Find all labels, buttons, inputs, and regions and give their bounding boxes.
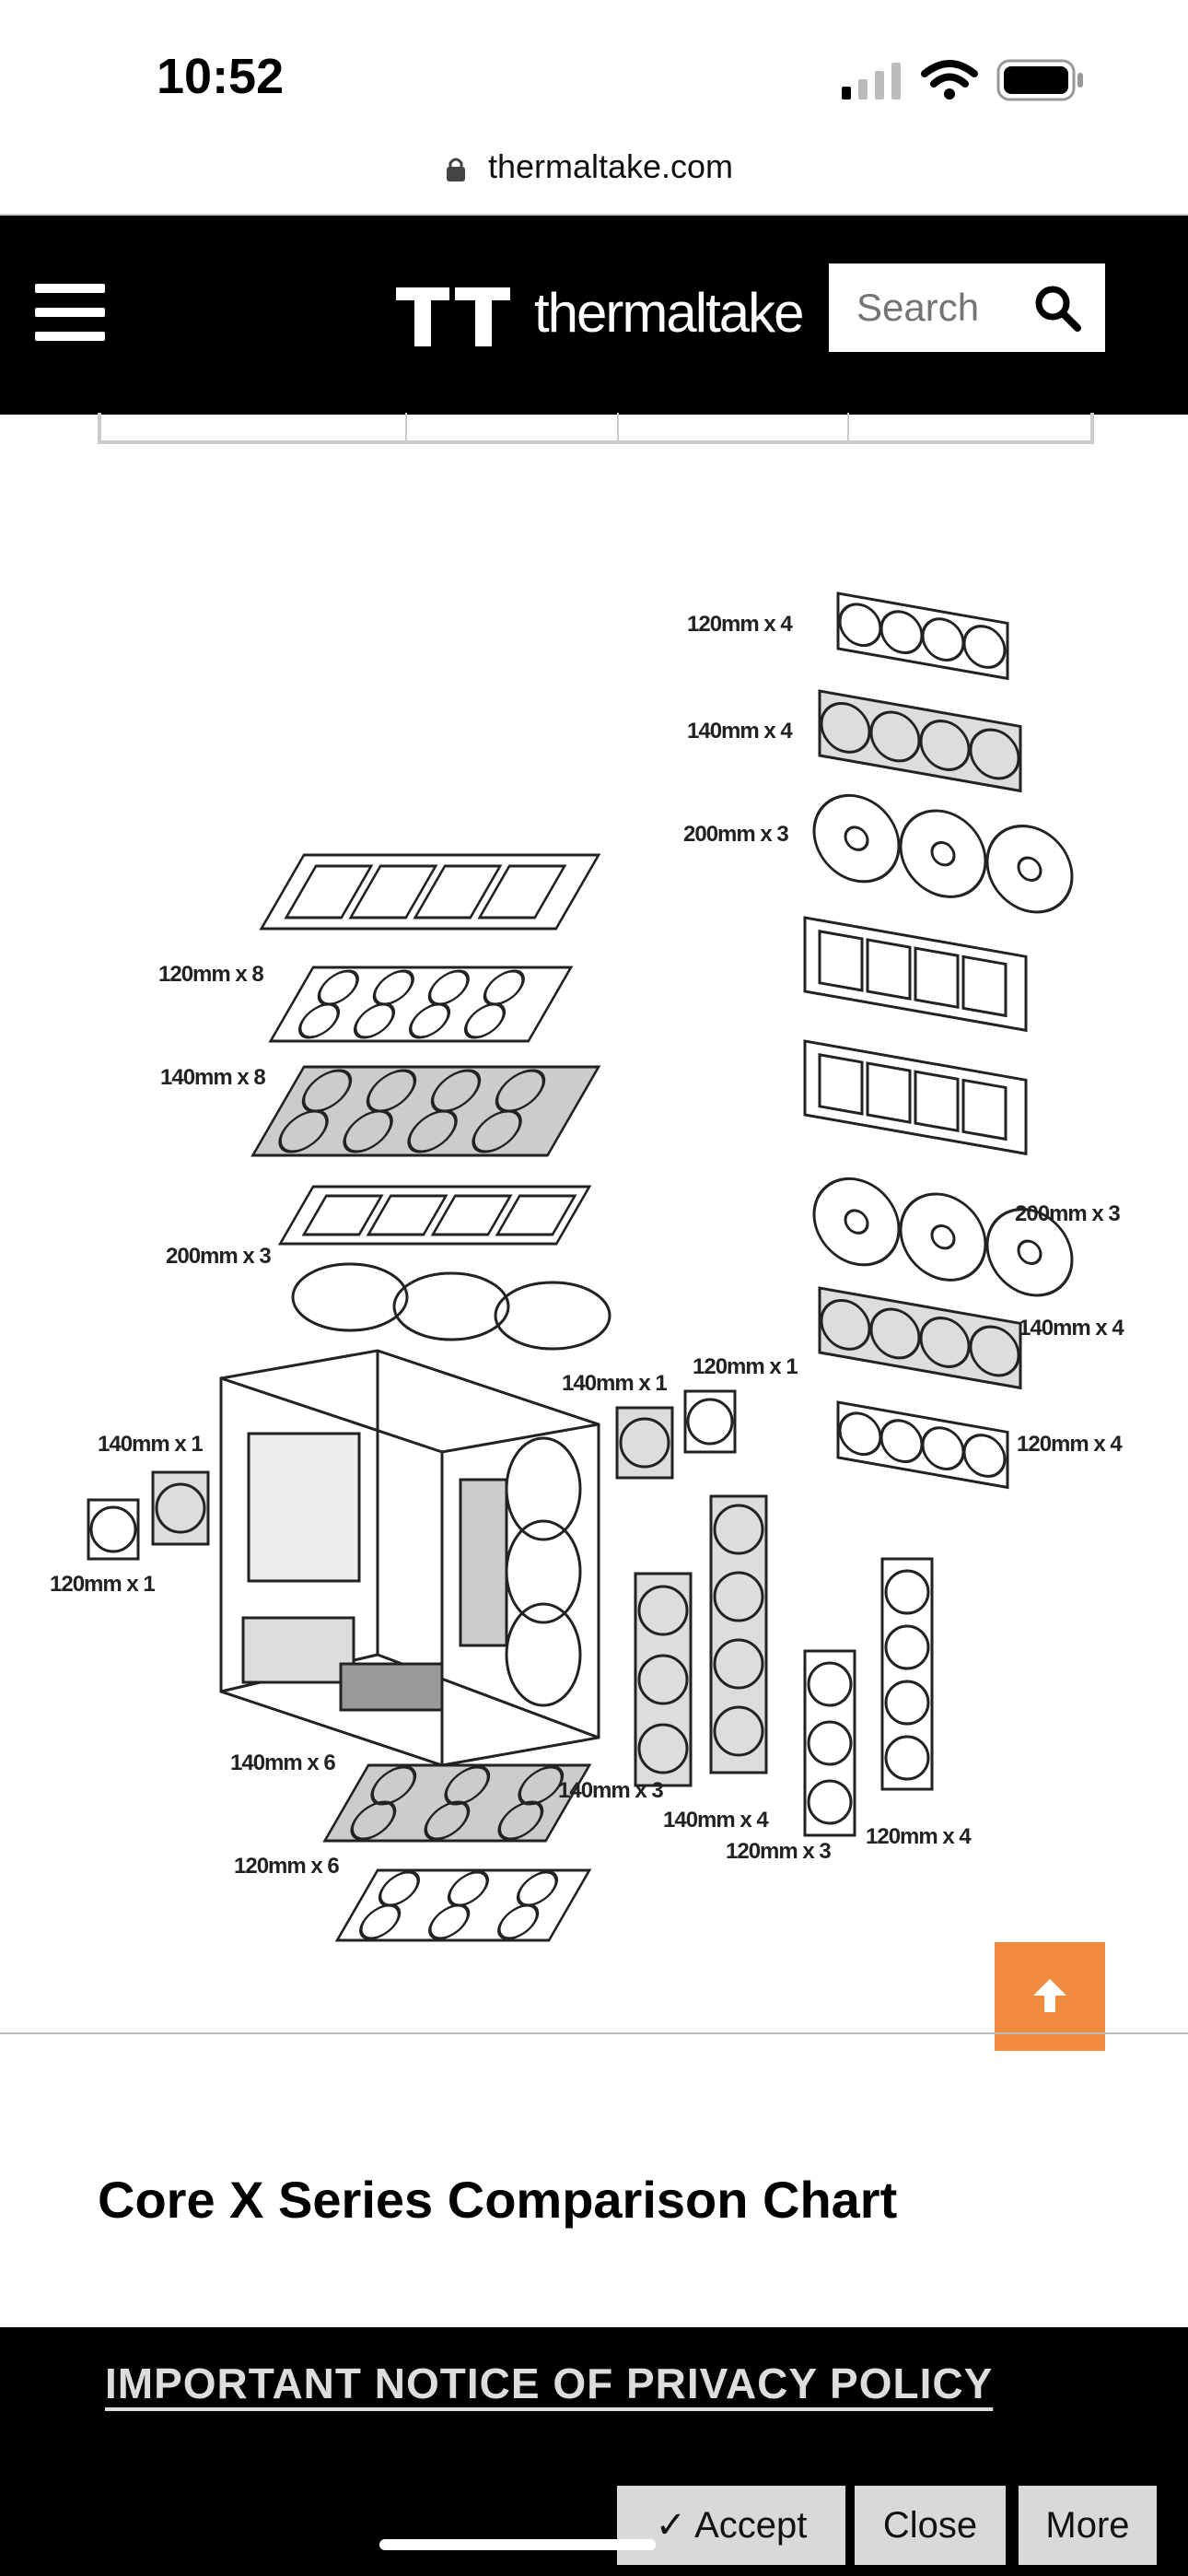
exploded-case-diagram: 120mm x 4 140mm x 4 200mm x 3 120mm x 8 … <box>0 413 1188 2034</box>
lock-icon <box>447 158 465 181</box>
label-mid-120x1: 120mm x 1 <box>693 1354 798 1379</box>
label-right-200x3-top: 200mm x 3 <box>683 822 789 847</box>
label-left-120x8: 120mm x 8 <box>158 962 264 987</box>
label-mid-140x1: 140mm x 1 <box>562 1371 668 1396</box>
brand-name[interactable]: thermaltake <box>534 282 804 344</box>
wifi-icon <box>921 60 978 100</box>
url-text[interactable]: thermaltake.com <box>0 147 1188 186</box>
scroll-to-top-button[interactable] <box>995 1942 1105 2051</box>
accept-label: Accept <box>694 2505 808 2546</box>
table-remnant <box>98 413 1094 444</box>
label-bottom-140x3: 140mm x 3 <box>558 1778 664 1803</box>
diagram-drawing <box>87 591 1074 1942</box>
status-time: 10:52 <box>157 49 285 104</box>
label-right-120x4-top: 120mm x 4 <box>687 612 793 637</box>
home-indicator <box>379 2539 656 2550</box>
section-divider <box>0 2032 1188 2034</box>
signal-icon <box>842 63 901 100</box>
status-bar <box>0 0 1188 138</box>
arrow-up-icon <box>1033 1978 1066 2012</box>
thermaltake-logo-icon[interactable] <box>396 287 516 346</box>
url-label: thermaltake.com <box>487 147 734 185</box>
battery-icon <box>996 59 1083 101</box>
label-left-120x1: 120mm x 1 <box>50 1572 156 1597</box>
label-bottom-120x4: 120mm x 4 <box>866 1824 972 1849</box>
label-left-200x3: 200mm x 3 <box>166 1244 272 1269</box>
more-button[interactable]: More <box>1019 2486 1157 2565</box>
section-title: Core X Series Comparison Chart <box>98 2171 898 2229</box>
label-left-140x1: 140mm x 1 <box>98 1432 204 1457</box>
label-right-120x4-bottom: 120mm x 4 <box>1017 1432 1123 1457</box>
search-input[interactable] <box>855 276 996 339</box>
label-left-140x8: 140mm x 8 <box>160 1065 266 1090</box>
label-bottom-120x6: 120mm x 6 <box>234 1854 340 1879</box>
label-right-200x3-bottom: 200mm x 3 <box>1015 1201 1121 1226</box>
label-bottom-120x3: 120mm x 3 <box>726 1839 832 1864</box>
label-bottom-140x6: 140mm x 6 <box>230 1751 336 1775</box>
label-right-140x4-bottom: 140mm x 4 <box>1019 1316 1124 1341</box>
label-bottom-140x4: 140mm x 4 <box>663 1808 769 1832</box>
hamburger-menu-icon[interactable] <box>35 284 105 345</box>
label-right-140x4-top: 140mm x 4 <box>687 719 793 744</box>
search-icon[interactable] <box>1033 284 1081 332</box>
privacy-notice-link[interactable]: IMPORTANT NOTICE OF PRIVACY POLICY <box>105 2359 994 2407</box>
accept-button[interactable]: ✓ Accept <box>617 2486 845 2565</box>
close-button[interactable]: Close <box>855 2486 1006 2565</box>
check-icon: ✓ <box>655 2505 687 2546</box>
